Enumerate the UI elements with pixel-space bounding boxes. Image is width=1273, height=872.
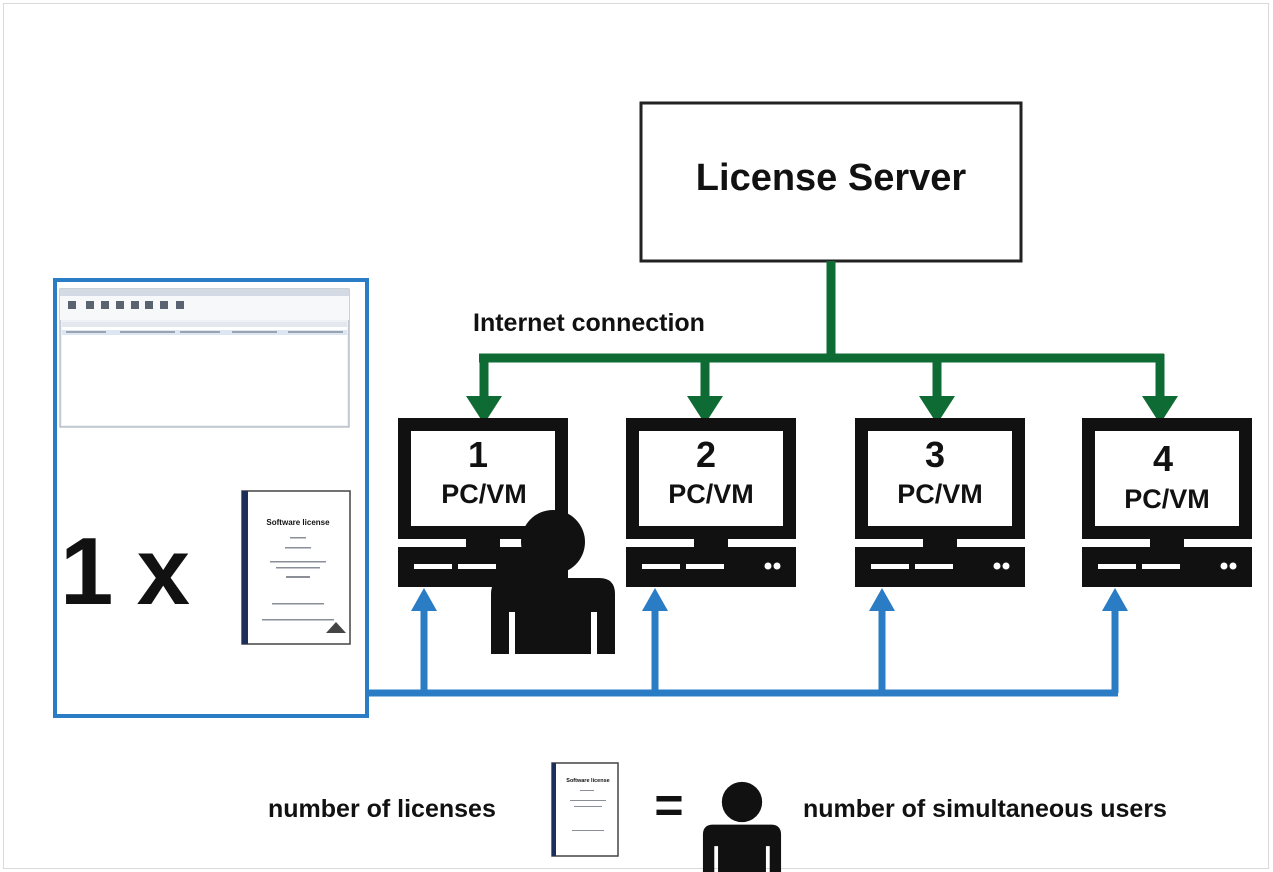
software-license-document: Software license (241, 490, 351, 645)
software-window-thumbnail (59, 288, 350, 428)
license-document-title: Software license (266, 518, 330, 527)
legend-users-label: number of simultaneous users (803, 795, 1167, 823)
arrow-up-3 (869, 588, 895, 611)
license-server-title: License Server (696, 157, 967, 199)
machine-number-3: 3 (925, 434, 945, 475)
machine-number-1: 1 (468, 434, 488, 475)
pc-vm-2: 2 PC/VM (626, 418, 796, 587)
monitor-neck-3 (923, 539, 957, 547)
arrow-up-1 (411, 588, 437, 611)
monitor-screen-2 (639, 431, 783, 526)
monitor-neck-2 (694, 539, 728, 547)
machine-label-4: PC/VM (1124, 484, 1210, 514)
license-distribution-lines (367, 608, 1119, 697)
monitor-screen-1 (411, 431, 555, 526)
page-frame (3, 3, 1269, 869)
pc-vm-4: 4 PC/VM (1082, 418, 1252, 587)
license-arrowheads (411, 588, 1128, 611)
internet-connection-label: Internet connection (473, 309, 705, 337)
legend-doc-title: Software license (566, 778, 609, 784)
arrow-up-2 (642, 588, 668, 611)
monitor-screen-3 (868, 431, 1012, 526)
internet-arrowheads (466, 396, 1178, 424)
machine-label-2: PC/VM (668, 479, 754, 509)
legend-license-icon: Software license (551, 762, 619, 857)
legend-equals-sign: = (654, 777, 683, 833)
legend-licenses-label: number of licenses (268, 795, 496, 823)
arrow-down-2 (687, 396, 723, 424)
machine-number-2: 2 (696, 434, 716, 475)
arrow-down-3 (919, 396, 955, 424)
arrow-down-1 (466, 396, 502, 424)
legend-user-icon (702, 781, 782, 872)
monitor-neck-1 (466, 539, 500, 547)
monitor-screen-4 (1095, 431, 1239, 526)
pc-vm-3: 3 PC/VM (855, 418, 1025, 587)
machine-label-3: PC/VM (897, 479, 983, 509)
internet-connection-lines (479, 261, 1165, 398)
arrow-up-4 (1102, 588, 1128, 611)
machine-number-4: 4 (1153, 438, 1173, 479)
monitor-neck-4 (1150, 539, 1184, 547)
arrow-down-4 (1142, 396, 1178, 424)
machine-label-1: PC/VM (441, 479, 527, 509)
